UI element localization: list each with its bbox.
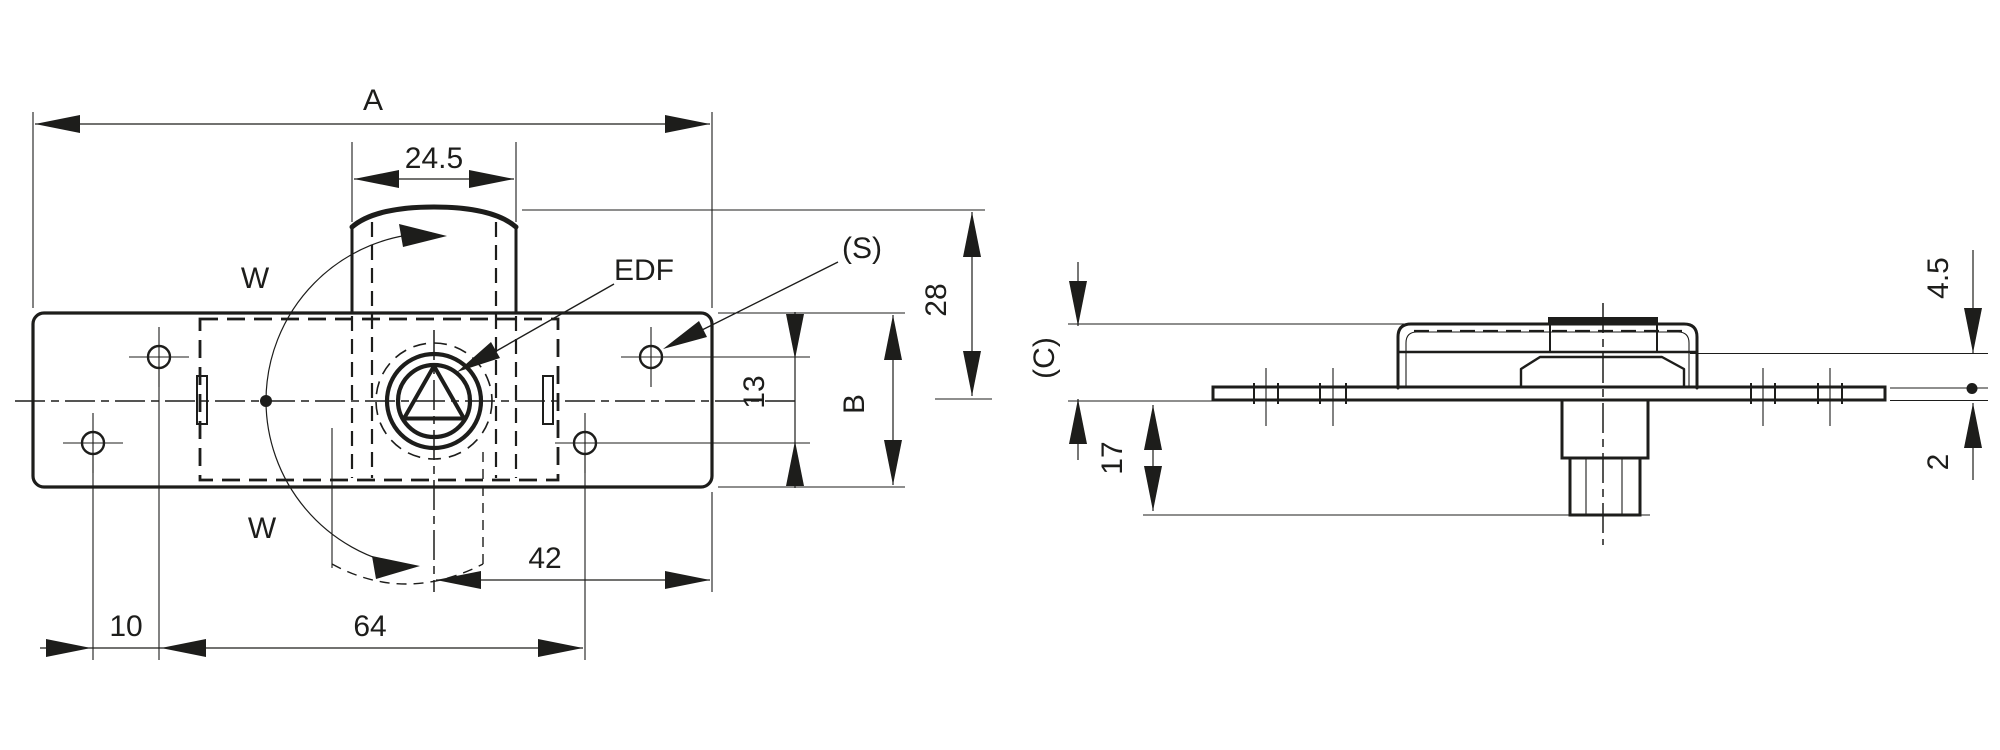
mounting-plate [31, 311, 714, 489]
dim-top-height: 28 [920, 212, 981, 396]
dim-label-42: 42 [528, 542, 561, 575]
swing-label-top: W [241, 262, 270, 295]
dim-overall-length: A [35, 84, 710, 133]
dim-hole-spacing: 10 64 [40, 610, 583, 657]
dim-label-B: B [838, 394, 871, 414]
dim-label-28: 28 [920, 283, 953, 316]
centerlines [15, 330, 795, 592]
side-view: (C) 17 4.5 2 [1028, 250, 1988, 545]
cylinder-housing [349, 204, 519, 315]
key-code-label: EDF [614, 254, 674, 287]
dim-label-13: 13 [738, 375, 771, 408]
swing-arrow-bottom [372, 556, 420, 579]
screw-hole-ticks [1253, 368, 1843, 426]
hidden-lock-body-outline [198, 222, 560, 482]
front-view: A 24.5 10 64 42 [15, 84, 992, 660]
dim-front-clearance: 4.5 [1922, 250, 1982, 353]
dim-label-10: 10 [109, 610, 142, 643]
hole-top-right [621, 327, 681, 387]
extension-lines-side [1068, 323, 1988, 516]
spindle [1560, 398, 1650, 517]
dim-label-24-5: 24.5 [405, 142, 463, 175]
lock-body-side [1396, 317, 1699, 390]
triangle-key-socket [402, 364, 466, 421]
dim-label-64: 64 [353, 610, 386, 643]
dim-label-C: (C) [1028, 337, 1061, 379]
leader-screw: (S) [663, 232, 882, 349]
dim-label-4-5: 4.5 [1922, 257, 1955, 299]
dim-center-to-edge: 42 [436, 542, 710, 589]
dim-label-A: A [363, 84, 383, 117]
datum-dot [1966, 383, 1978, 394]
side-clips [196, 375, 554, 425]
cylinder-collar [1519, 355, 1686, 387]
dim-spindle-length: 17 [1096, 405, 1162, 511]
swing-label-bottom: W [248, 512, 277, 545]
plate-edge [1211, 385, 1887, 402]
dim-label-2: 2 [1922, 454, 1955, 471]
cam-swing-arc [260, 224, 484, 585]
dim-label-17: 17 [1096, 441, 1129, 474]
swing-arc-node [260, 395, 272, 407]
dim-hole-offset-vertical: 13 [738, 312, 804, 488]
screw-hole-label: (S) [842, 232, 882, 265]
dim-plate-thickness: 2 [1922, 383, 1982, 480]
extension-lines-front [32, 112, 992, 660]
dim-body-height: (C) [1028, 262, 1087, 460]
leader-edf: EDF [457, 254, 674, 372]
swing-arrow-top [399, 224, 447, 247]
dim-plate-height: B [838, 315, 902, 485]
dim-cylinder-width: 24.5 [354, 142, 514, 188]
lock-cylinder [375, 342, 493, 460]
